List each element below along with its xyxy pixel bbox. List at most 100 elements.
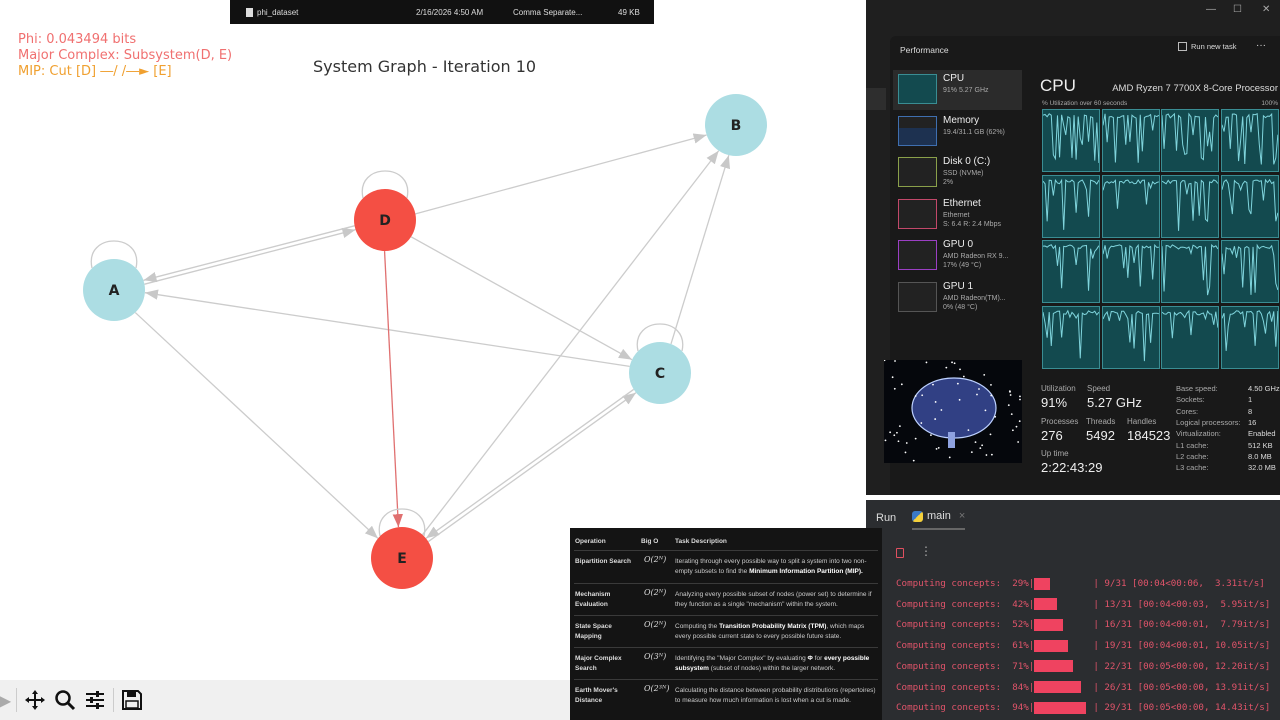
sidebar-item-memory[interactable]: Memory 19.4/31.1 GB (62%) — [893, 112, 1022, 152]
brain-star — [951, 361, 953, 364]
complexity-table: Operation Big O Task Description Biparti… — [570, 528, 882, 720]
node-label: B — [731, 118, 742, 134]
sidebar-item-detail: 91% 5.27 GHz — [943, 87, 989, 94]
run-tab[interactable]: Run — [876, 512, 897, 524]
brain-star — [905, 442, 908, 444]
brain-star — [990, 394, 993, 397]
python-icon — [912, 510, 923, 522]
edge-E-B — [422, 150, 720, 536]
zoom-icon[interactable] — [53, 688, 77, 712]
progress-label: Computing concepts: — [896, 619, 1002, 631]
cpu-core-graph — [1220, 240, 1279, 303]
cpu-title: CPU — [1040, 76, 1076, 95]
forward-icon[interactable]: ▶ — [0, 690, 12, 710]
progress-line: Computing concepts: 84%|| 26/31 [00:05<0… — [896, 681, 1271, 693]
edge-C-A — [144, 289, 630, 368]
save-icon[interactable] — [120, 688, 144, 712]
sidebar-item-detail: AMD Radeon(TM)...0% (48 °C) — [943, 294, 1006, 311]
progress-line: Computing concepts: 61%|| 19/31 [00:04<0… — [896, 639, 1271, 652]
minimize-icon[interactable]: — — [1206, 4, 1216, 15]
stop-icon[interactable] — [896, 548, 904, 558]
progress-stats: | 29/31 [00:05<00:00, 14.43it/s] — [1093, 702, 1271, 714]
progress-label: Computing concepts: — [896, 578, 1002, 589]
configure-icon[interactable] — [83, 688, 107, 712]
node-label: A — [109, 283, 120, 299]
run-new-task-button[interactable]: Run new task — [1178, 42, 1236, 51]
main-tab[interactable]: main × — [912, 510, 966, 530]
node-C — [629, 342, 691, 404]
operation-cell: Earth Mover's Distance — [575, 687, 618, 704]
file-type: Comma Separate... — [513, 7, 583, 17]
brain-star — [914, 395, 917, 397]
brain-star — [984, 409, 987, 412]
brain-star — [932, 383, 934, 386]
progress-label: Computing concepts: — [896, 598, 1002, 610]
close-tab-icon[interactable]: × — [958, 510, 966, 522]
cpu-core-graph — [1161, 305, 1219, 369]
brain-star — [935, 447, 938, 450]
brain-star — [934, 418, 937, 420]
run-new-task-label: Run new task — [1191, 42, 1237, 51]
brain-star — [1017, 441, 1020, 443]
header-big-o: Big O — [641, 538, 659, 545]
major-complex: Major Complex: Subsystem(D, E) — [18, 48, 233, 63]
graph-label: % Utilization over 60 seconds — [1042, 100, 1128, 107]
maximize-icon[interactable]: ☐ — [1233, 4, 1242, 15]
sidebar-item-disk-0-c-[interactable]: Disk 0 (C:) SSD (NVMe)2% — [893, 153, 1022, 193]
edge-A-E — [134, 312, 379, 539]
brain-star — [894, 360, 896, 362]
progress-stats: | 22/31 [00:05<00:00, 12.20it/s] — [1093, 660, 1271, 672]
brain-star — [921, 394, 924, 397]
progress-label: Computing concepts: — [896, 660, 1002, 672]
close-icon[interactable]: ✕ — [1262, 4, 1271, 15]
brain-star — [967, 429, 970, 432]
description-cell: Analyzing every possible subset of nodes… — [675, 591, 872, 608]
big-o-cell: O(2ᴺ) — [644, 620, 667, 629]
brain-star — [920, 422, 923, 424]
cpu-core-graph — [1220, 305, 1279, 369]
operation-cell: Major Complex Search — [575, 655, 622, 672]
progress-line: Computing concepts: 42%|| 13/31 [00:04<0… — [896, 598, 1271, 611]
brain-star — [893, 387, 896, 390]
cpu-core-graph — [1042, 305, 1100, 369]
brain-star — [1009, 394, 1012, 396]
nav-selected[interactable] — [866, 88, 886, 110]
description-cell: Computing the Transition Probability Mat… — [675, 623, 865, 640]
brain-star — [979, 447, 982, 450]
handles-value: 184523 — [1127, 428, 1171, 443]
more-options-icon[interactable]: ⋮ — [920, 544, 932, 558]
more-button[interactable]: ··· — [1256, 40, 1266, 51]
sidebar-item-cpu[interactable]: CPU 91% 5.27 GHz — [893, 70, 1022, 110]
big-o-cell: O(2³ᴺ) — [644, 684, 670, 693]
sidebar-item-title: GPU 1 — [943, 280, 974, 292]
sidebar-item-detail: 19.4/31.1 GB (62%) — [943, 128, 1005, 136]
pan-icon[interactable] — [23, 688, 47, 712]
description-cell: Identifying the "Major Complex" by evalu… — [675, 655, 870, 672]
progress-line: Computing concepts: 71%|| 22/31 [00:05<0… — [896, 660, 1271, 673]
progress-stats: | 19/31 [00:04<00:01, 10.05it/s] — [1093, 640, 1271, 652]
table-row: Bipartition Search O(2ᴺ) Iterating throu… — [574, 550, 878, 582]
edge-D-C — [410, 236, 633, 361]
cpu-core-graph — [1161, 109, 1219, 172]
progress-line: Computing concepts: 52%|| 16/31 [00:04<0… — [896, 618, 1271, 631]
sidebar-item-detail: AMD Radeon RX 9...17% (49 °C) — [943, 253, 1009, 269]
spec-label: Sockets: — [1176, 395, 1205, 405]
brain-star — [904, 451, 907, 454]
progress-percent: 52% — [1012, 619, 1029, 631]
operation-cell: State Space Mapping — [575, 623, 612, 640]
brain-image — [883, 359, 1022, 463]
spec-value: 4.50 GHz — [1248, 384, 1280, 393]
sidebar-item-gpu-1[interactable]: GPU 1 AMD Radeon(TM)...0% (48 °C) — [893, 278, 1022, 318]
spec-value: 1 — [1248, 395, 1253, 405]
brain-star — [889, 431, 892, 434]
brain-star — [970, 451, 973, 454]
file-row[interactable]: phi_dataset 2/16/2026 4:50 AM Comma Sepa… — [230, 0, 654, 24]
sidebar-item-gpu-0[interactable]: GPU 0 AMD Radeon RX 9...17% (49 °C) — [893, 236, 1022, 276]
node-label: C — [655, 366, 665, 382]
header-operation: Operation — [575, 538, 606, 545]
node-B — [705, 94, 767, 156]
brain-star — [959, 368, 961, 371]
node-label: E — [397, 551, 407, 567]
progress-line: Computing concepts: 29%|| 9/31 [00:04<00… — [896, 577, 1265, 590]
